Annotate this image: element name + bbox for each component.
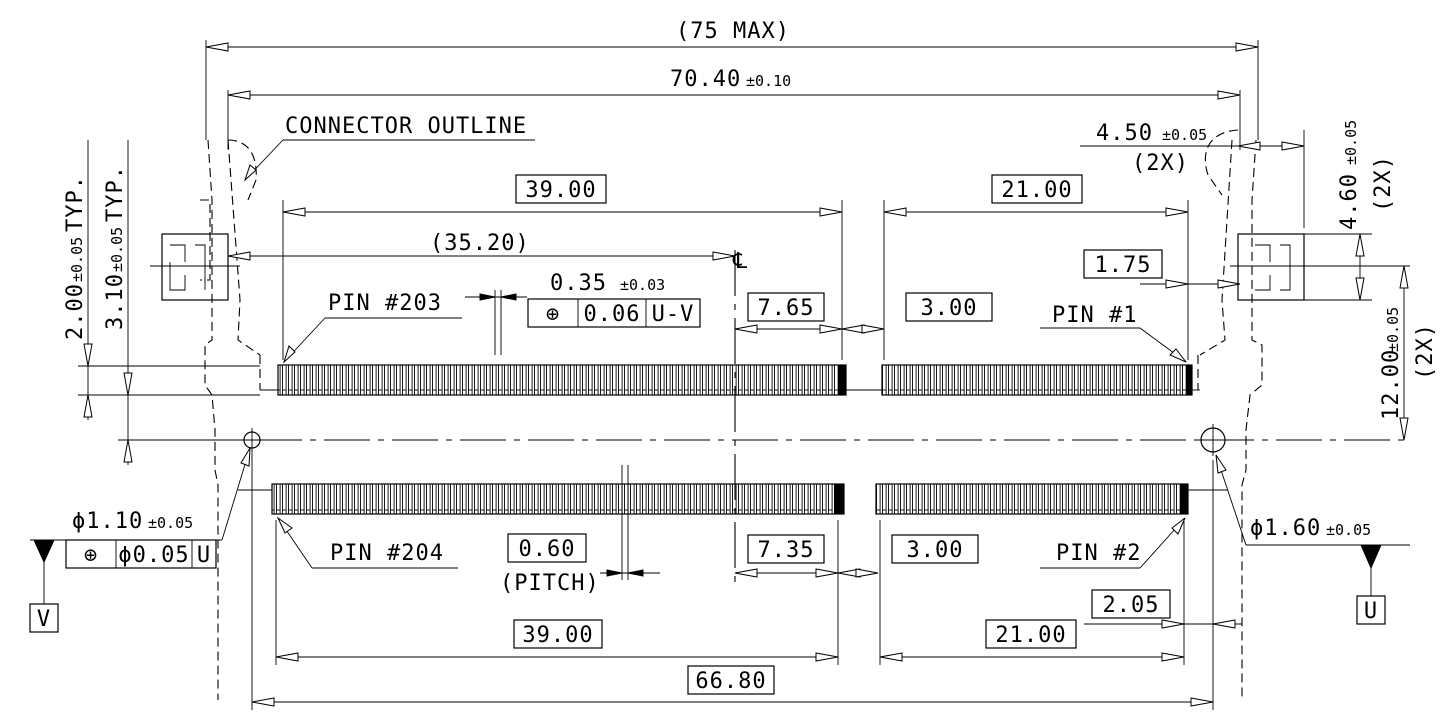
top-right-length-text: 21.00 — [1001, 178, 1072, 203]
fcf-bottom-datum: U — [197, 543, 211, 568]
datum-u-text: U — [1364, 599, 1378, 624]
dim-overall-width: 70.40 ±0.10 — [227, 67, 1241, 150]
pad-width-tol: ±0.05 — [1162, 126, 1207, 144]
connector-outline-text: CONNECTOR OUTLINE — [285, 114, 527, 139]
top-key-right-text: 3.00 — [921, 296, 978, 321]
datum-v: V — [29, 539, 59, 633]
pin-1-callout: PIN #1 — [1040, 303, 1187, 363]
dim-top-left-length: 39.00 — [282, 174, 843, 360]
dim-row-offset-2: 2.00 ±0.05 TYP. — [63, 140, 260, 420]
dim-pad-width: 4.50 ±0.05 (2X) — [1080, 121, 1305, 228]
row-offset-3-typ: TYP. — [103, 165, 128, 222]
top-key-left-text: 7.65 — [758, 296, 815, 321]
hole-right-dia-text: ϕ1.60 — [1250, 516, 1321, 541]
bottom-right-length-text: 21.00 — [995, 623, 1066, 648]
dim-bottom-left-length: 39.00 — [275, 520, 839, 665]
row-offset-3-text: 3.10 — [103, 273, 128, 330]
row-offset-2-text: 2.00 — [63, 283, 88, 340]
pad-width-count: (2X) — [1132, 151, 1189, 176]
pin-offset-1-75-text: 1.75 — [1095, 253, 1152, 278]
dim-bottom-right-length: 21.00 — [879, 520, 1185, 665]
connector-outline-callout: CONNECTOR OUTLINE — [243, 114, 535, 182]
pin-width-text: 0.35 — [550, 271, 607, 296]
dim-overall-max: (75 MAX) — [205, 19, 1259, 140]
overall-width-tol: ±0.10 — [746, 72, 791, 90]
top-left-length-text: 39.00 — [525, 178, 596, 203]
row-offset-2-tol: ±0.05 — [68, 237, 86, 282]
row-offset-3-tol: ±0.05 — [108, 227, 126, 272]
pin-width-tol: ±0.03 — [620, 276, 665, 294]
pad-y-text: 12.00 — [1379, 349, 1404, 420]
bottom-key-right-text: 3.00 — [907, 538, 964, 563]
pin-row-bottom-right — [875, 483, 1189, 515]
pin-204-callout: PIN #204 — [276, 516, 458, 569]
dim-top-key: 7.65 3.00 — [734, 292, 993, 334]
pin-row-bottom-left — [271, 483, 845, 515]
hole-left-tol: ±0.05 — [148, 514, 193, 532]
pin-2-text: PIN #2 — [1056, 541, 1141, 566]
connector-outline-left — [200, 139, 261, 700]
bottom-key-left-text: 7.35 — [758, 538, 815, 563]
datum-v-text: V — [37, 607, 51, 632]
bottom-left-length-text: 39.00 — [522, 623, 593, 648]
fcf-top: ⊕ 0.06 U-V — [527, 298, 701, 328]
pad-y-tol: ±0.05 — [1384, 307, 1402, 352]
pitch-label: (PITCH) — [500, 571, 600, 596]
hole-left-dia-text: ϕ1.10 — [72, 509, 143, 534]
dim-pin-offset-1-75: 1.75 — [1083, 249, 1241, 289]
overall-max-text: (75 MAX) — [676, 19, 790, 44]
pad-y-count: (2X) — [1413, 323, 1438, 380]
datum-u: U — [1356, 544, 1386, 625]
dim-pad-y: 12.00 ±0.05 (2X) — [1304, 265, 1438, 441]
pad-height-tol: ±0.05 — [1342, 120, 1360, 165]
pitch-text: 0.60 — [519, 537, 576, 562]
pin-row-top-right — [881, 364, 1193, 396]
pad-right — [1230, 233, 1320, 301]
dim-pin2-offset: 2.05 — [1084, 460, 1242, 710]
fcf-top-datum: U-V — [652, 302, 695, 327]
dim-row-offset-3: 3.10 ±0.05 TYP. — [103, 140, 248, 465]
pin-204-text: PIN #204 — [330, 541, 444, 566]
hole-right-tol: ±0.05 — [1326, 521, 1371, 539]
overall-width-text: 70.40 — [670, 67, 741, 92]
fcf-bottom-symbol: ⊕ — [84, 543, 98, 568]
dim-pin-width: 0.35 ±0.03 — [465, 271, 665, 355]
fcf-top-tol: 0.06 — [584, 302, 641, 327]
pad-width-text: 4.50 — [1096, 121, 1153, 146]
dim-top-right-length: 21.00 — [883, 174, 1189, 360]
hole-span-text: 66.80 — [695, 669, 766, 694]
dim-hole-span: 66.80 — [251, 452, 1214, 710]
fcf-bottom: ⊕ ϕ0.05 U — [65, 539, 217, 569]
pin-203-text: PIN #203 — [328, 291, 442, 316]
fcf-top-symbol: ⊕ — [546, 302, 560, 327]
connector-outline-right — [1197, 129, 1263, 700]
center-offset-text: (35.20) — [430, 231, 530, 256]
pin-203-callout: PIN #203 — [282, 291, 462, 364]
dim-pad-height: 4.60 ±0.05 (2X) — [1304, 120, 1396, 301]
dim-pitch: 0.60 (PITCH) — [500, 465, 660, 596]
centerline-symbol: ℄ — [732, 249, 748, 274]
pin-1-text: PIN #1 — [1052, 303, 1137, 328]
pin-2-callout: PIN #2 — [1040, 517, 1186, 569]
pin2-offset-text: 2.05 — [1103, 593, 1160, 618]
pad-height-text: 4.60 — [1337, 173, 1362, 230]
hole-right — [1196, 424, 1230, 456]
dim-hole-right: ϕ1.60 ±0.05 — [1215, 454, 1410, 546]
dim-hole-left: ϕ1.10 ±0.05 — [30, 447, 251, 541]
dim-center-offset: (35.20) — [227, 231, 736, 261]
pad-height-count: (2X) — [1371, 155, 1396, 212]
pad-left — [150, 233, 240, 301]
row-offset-2-typ: TYP. — [63, 175, 88, 232]
fcf-bottom-tol: ϕ0.05 — [118, 543, 189, 568]
pin-row-top-left — [277, 364, 847, 396]
dim-bottom-key: 7.35 3.00 — [734, 534, 979, 578]
